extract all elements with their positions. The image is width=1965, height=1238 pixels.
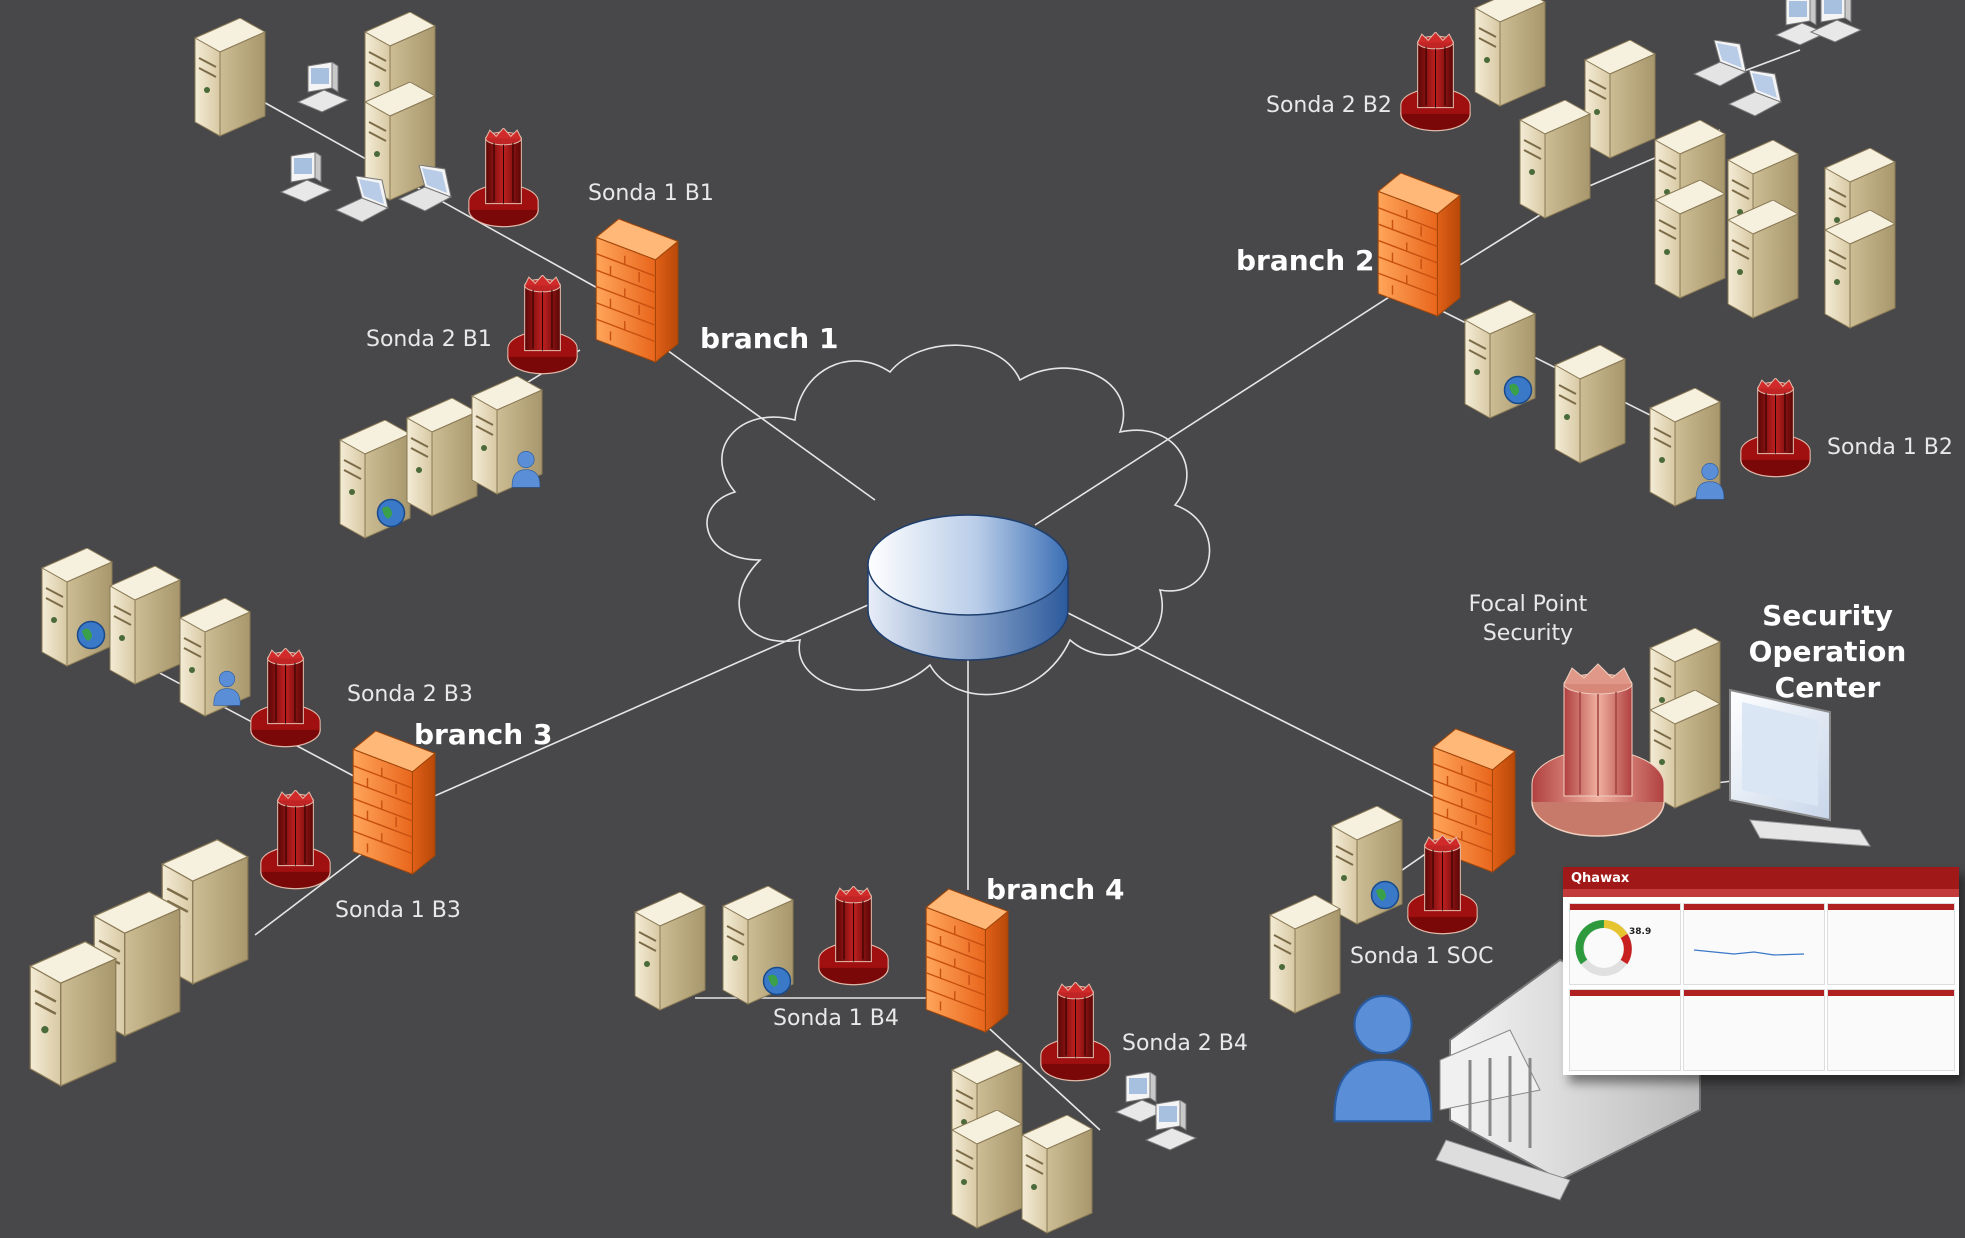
label-branch-3: branch 3 <box>414 718 553 751</box>
label-branch-2: branch 2 <box>1236 244 1375 277</box>
label-sonda-2-b4: Sonda 2 B4 <box>1122 1031 1248 1056</box>
soc-line-1: Security Operation <box>1748 599 1907 668</box>
dashboard-header: Qhawax <box>1563 867 1959 889</box>
timeline-panel <box>1683 903 1825 985</box>
label-soc: Security Operation Center <box>1690 598 1965 706</box>
table-panel-right <box>1827 989 1955 1071</box>
branch-3-assets <box>28 548 436 1088</box>
focal-line-1: Focal Point <box>1468 592 1588 617</box>
focal-line-2: Security <box>1482 621 1574 646</box>
branch-2-assets <box>1377 0 1896 507</box>
label-sonda-1-b2: Sonda 1 B2 <box>1827 435 1953 460</box>
internet-cloud <box>706 344 1211 696</box>
label-sonda-1-b1: Sonda 1 B1 <box>588 181 714 206</box>
branch-1-assets <box>194 12 679 539</box>
label-branch-4: branch 4 <box>986 873 1125 906</box>
soc-line-2: Center <box>1774 671 1881 704</box>
gauge-panel <box>1569 903 1681 985</box>
gauge-value: 38.9 <box>1629 927 1652 937</box>
table-panel-left <box>1569 989 1681 1071</box>
core-router <box>867 514 1069 661</box>
dashboard-screenshot: Qhawax 38.9 <box>1563 867 1959 1075</box>
label-branch-1: branch 1 <box>700 322 839 355</box>
monitor-icon <box>1729 688 1871 847</box>
gauge-icon <box>1575 919 1632 976</box>
label-focal-point: Focal Point Security <box>1448 590 1608 648</box>
label-sonda-2-b1: Sonda 2 B1 <box>366 327 492 352</box>
label-sonda-2-b2: Sonda 2 B2 <box>1266 93 1392 118</box>
table-panel-mid <box>1683 989 1825 1071</box>
alerts-panel <box>1827 903 1955 985</box>
label-sonda-2-b3: Sonda 2 B3 <box>347 682 473 707</box>
gauge-value-box: 38.9 <box>1629 919 1659 937</box>
label-sonda-1-soc: Sonda 1 SOC <box>1350 944 1494 969</box>
dashboard-logo: Qhawax <box>1571 870 1630 886</box>
branch-4-assets <box>634 886 1197 1234</box>
label-sonda-1-b4: Sonda 1 B4 <box>773 1006 899 1031</box>
label-sonda-1-b3: Sonda 1 B3 <box>335 898 461 923</box>
